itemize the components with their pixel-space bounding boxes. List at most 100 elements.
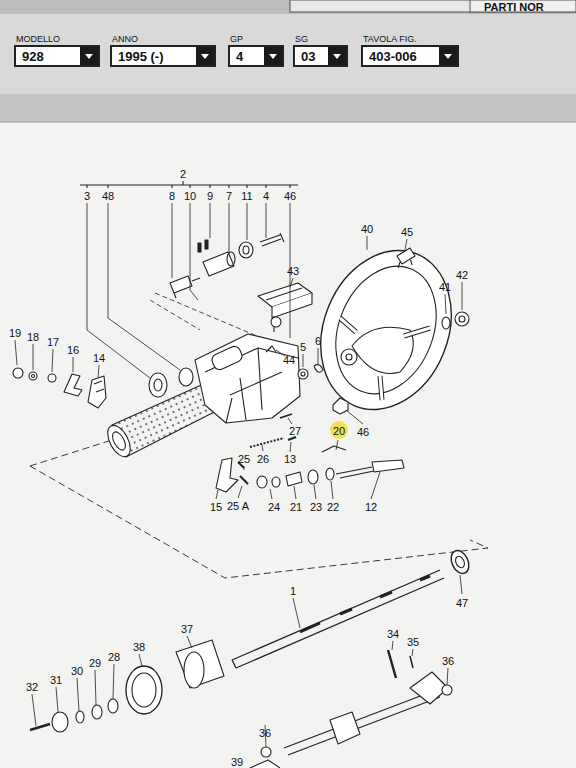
callout-number: 3 [84,190,90,202]
bracket-14 [88,376,106,408]
ring-38-inner [132,673,156,707]
spring-44 [266,346,276,352]
clip-45 [397,248,415,268]
dropdown-button [196,47,214,65]
dropdown-field: GP4 [228,34,284,67]
field-value: 1995 (-) [112,49,196,64]
callout-number: 19 [9,327,21,339]
spring-20 [322,446,346,452]
shaft-splines [300,576,430,632]
tab-label: PARTI NOR [484,1,544,13]
dropdown-field: TAVOLA FIG.403-006 [361,34,459,67]
callout-number: 45 [401,226,413,238]
callout-number: 34 [387,628,399,640]
callout-number: 31 [50,674,62,686]
callout-number: 38 [133,641,145,653]
field-label: ANNO [112,34,216,45]
bush-21 [286,472,302,486]
nut-42-bore [459,316,465,322]
callout-number: 11 [241,190,252,202]
field-label: GP [230,34,284,45]
screw-25 [238,462,248,484]
bolt-34 [388,650,396,678]
ring-11-bore [243,246,249,254]
tab [290,0,576,12]
wheel-spokes-fill [340,318,430,400]
wheel-spokes [340,318,430,400]
dropdown-field: ANNO 1995 (-) [110,34,216,67]
key-shaft [174,278,200,298]
group-bracket [80,181,298,188]
tube-37-end [184,652,204,688]
callout-number: 47 [456,597,468,609]
key-cylinder [170,276,192,293]
washer-24b [272,477,280,487]
field-label: SG [295,34,348,45]
callout-number: 6 [315,335,321,347]
callout-number: 7 [226,190,232,202]
hub-nut [341,349,357,365]
clip-6 [314,365,323,373]
field-box: 4 [228,45,284,67]
callout-number: 27 [289,425,301,437]
washer-41 [442,317,450,329]
tube-37 [176,640,224,688]
dropdown-field: SG03 [293,34,348,67]
steering-wheel [298,231,474,430]
callout-number: 2 [180,168,186,180]
field-box: 928 [14,45,100,67]
part-28 [108,699,118,713]
callout-number: 42 [456,269,468,281]
field-label: MODELLO [16,34,100,45]
callout-number: 22 [327,501,339,513]
pin-27 [280,414,292,418]
nut-46 [333,398,348,414]
assembly-outline [30,440,488,578]
spring-26 [250,438,284,447]
callout-number: 9 [207,190,213,202]
plate-31 [52,712,68,732]
callout-number: 46 [284,190,296,202]
field-box: 03 [293,45,348,67]
ring-38 [126,666,162,714]
lever-12 [336,460,404,478]
callout-number: 1 [290,585,296,597]
nut-42 [455,312,469,326]
callout-number: 20 [333,425,345,437]
column-housing [195,334,300,423]
highlight-marker [330,421,348,439]
steering-shaft [232,570,444,668]
washer-24 [257,476,267,488]
dropdown-button [264,47,282,65]
callout-number: 26 [257,453,269,465]
washer-18 [29,372,37,380]
washer-17 [48,374,56,382]
callout-number: 23 [310,501,322,513]
switch-43-side [272,293,312,318]
sleeve-end [227,252,235,266]
bolt-4 [260,233,284,246]
callout-number: 8 [169,190,175,202]
nut-19 [13,368,23,378]
field-label: TAVOLA FIG. [363,34,459,45]
callout-number: 43 [287,265,299,277]
ring-11 [239,242,253,258]
callout-number: 41 [439,281,451,293]
callout-number: 39 [231,756,243,768]
callout-number: 18 [27,331,39,343]
leader-lines [15,203,462,747]
callout-number: 46 [357,426,369,438]
wheel-inner [318,251,455,409]
bearing-47 [448,548,473,577]
callout-number: 36 [259,727,271,739]
callout-number: 44 [283,354,295,366]
switch-detail [266,288,302,332]
callout-number: 15 [210,501,222,513]
bracket-14-detail [94,381,104,392]
dropdown-button [439,47,457,65]
bush-3 [149,373,167,397]
washer-35 [410,656,413,668]
toolbar-ground [0,14,576,94]
exploded-view [13,181,488,768]
